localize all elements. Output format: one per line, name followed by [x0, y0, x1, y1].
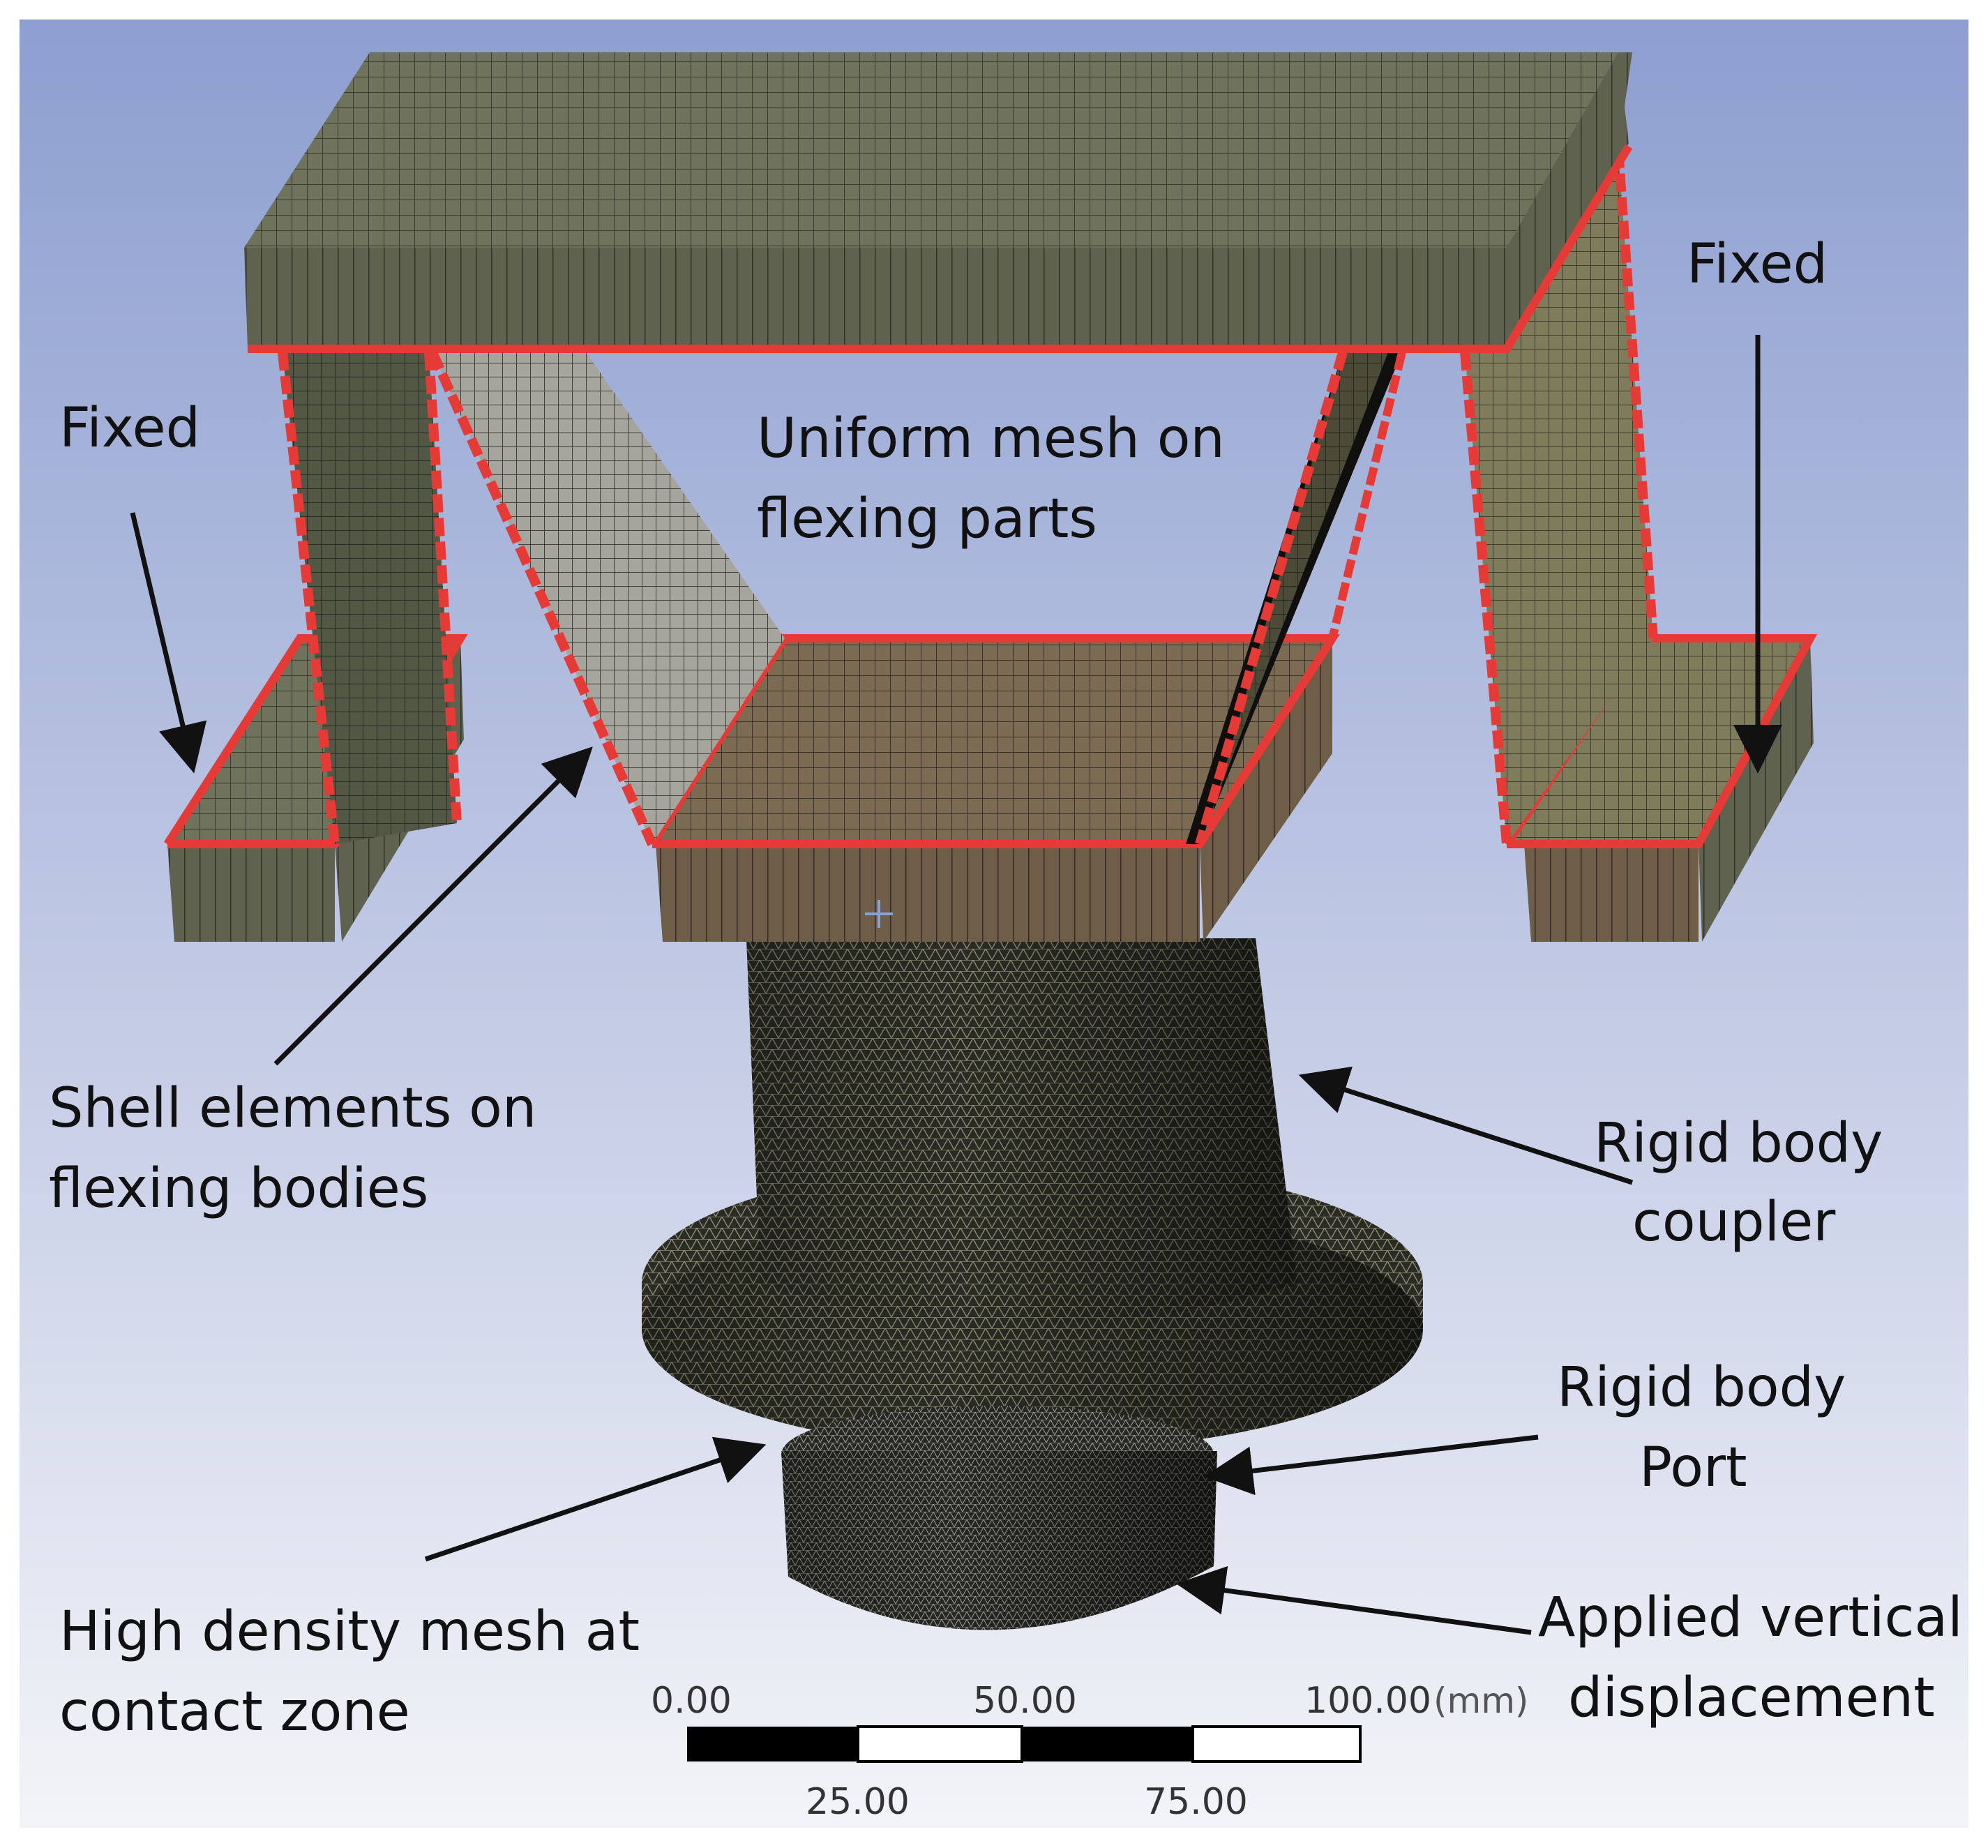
label-shell-2: flexing bodies — [49, 1157, 428, 1220]
scale-bar: 0.00 50.00 100.00 (mm) 25.00 75.00 — [651, 1680, 1528, 1823]
scale-tick-50: 50.00 — [973, 1680, 1077, 1722]
label-fixed-right: Fixed — [1687, 233, 1828, 296]
arrow-port — [1204, 1434, 1539, 1496]
label-port-1: Rigid body — [1557, 1356, 1846, 1419]
label-port-2: Port — [1639, 1436, 1747, 1499]
arrow-shell-elements — [273, 746, 593, 1066]
scale-segment-1 — [687, 1727, 858, 1761]
left-leg — [278, 352, 462, 845]
scale-tick-75: 75.00 — [1144, 1781, 1248, 1823]
label-displacement-1: Applied vertical — [1538, 1586, 1963, 1649]
right-flex-plate — [1186, 351, 1406, 846]
scale-unit: (mm) — [1433, 1681, 1528, 1721]
arrow-fixed-left — [130, 512, 207, 774]
scale-tick-0: 0.00 — [651, 1680, 732, 1722]
arrow-contact-zone — [424, 1436, 767, 1562]
label-uniform-mesh-2: flexing parts — [757, 488, 1097, 550]
annotation-arrows — [130, 335, 1782, 1635]
label-coupler-1: Rigid body — [1594, 1112, 1883, 1175]
central-platform — [648, 634, 1341, 942]
rigid-body-coupler — [642, 938, 1423, 1630]
label-contact-1: High density mesh at — [59, 1600, 640, 1663]
label-uniform-mesh-1: Uniform mesh on — [757, 407, 1225, 470]
labels: Fixed Fixed Uniform mesh on flexing part… — [49, 233, 1963, 1743]
label-displacement-2: displacement — [1568, 1667, 1935, 1729]
top-beam — [244, 52, 1633, 353]
scale-segment-4 — [1191, 1725, 1362, 1763]
left-flex-plate — [428, 350, 785, 846]
scale-segment-3 — [1022, 1727, 1193, 1761]
label-contact-2: contact zone — [59, 1681, 410, 1743]
label-coupler-2: coupler — [1632, 1191, 1836, 1254]
scale-tick-25: 25.00 — [806, 1781, 910, 1823]
right-fixed-foot — [1503, 634, 1818, 942]
arrow-coupler — [1298, 1066, 1634, 1185]
scale-segment-2 — [857, 1725, 1023, 1763]
label-fixed-left: Fixed — [59, 397, 200, 460]
arrow-displacement — [1176, 1565, 1532, 1635]
label-shell-1: Shell elements on — [49, 1077, 536, 1140]
scale-tick-100: 100.00 — [1304, 1680, 1431, 1722]
